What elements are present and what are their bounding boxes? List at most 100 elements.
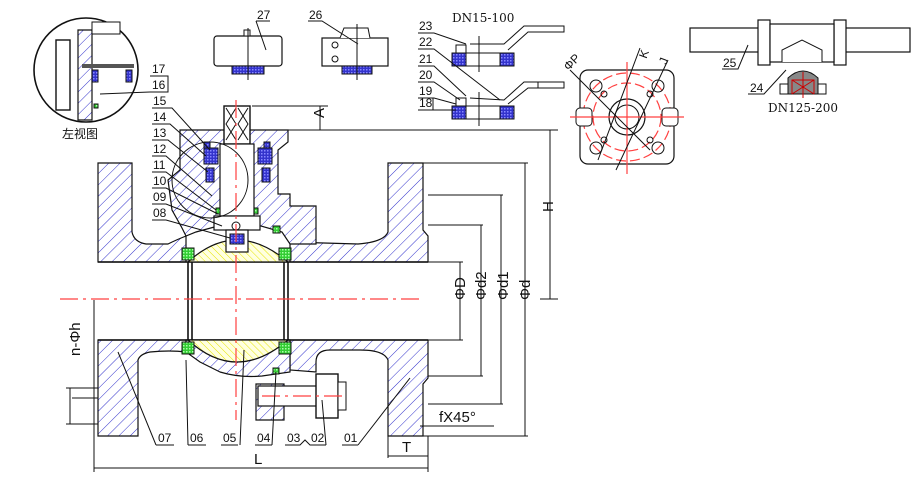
dim-t: T [402, 439, 411, 456]
callout-11: 11 [153, 158, 166, 172]
callout-26: 26 [309, 8, 323, 22]
actuator-views: 27 26 [213, 8, 389, 80]
gear-variant-view: DN125-200 25 24 [689, 19, 911, 115]
dim-h-lines [288, 129, 558, 300]
dim-d-lines [423, 162, 528, 437]
detail-plate [82, 64, 134, 68]
callout-09: 09 [153, 190, 167, 204]
seat-lower-left [181, 341, 195, 355]
dim-phi-d2: Φd2 [473, 271, 490, 300]
dim-phi-D: ΦD [452, 277, 469, 300]
left-side-detail-view: 左视图 17 16 [33, 17, 169, 141]
callout-07: 07 [158, 431, 172, 445]
callout-leaders-gear [722, 44, 787, 95]
stem-shaft [219, 143, 255, 217]
detail-circle [33, 17, 139, 123]
callout-leaders-handle [418, 32, 501, 111]
dim-phi-p: ΦP [561, 51, 583, 73]
dim-a: A [311, 108, 328, 118]
left-flange-top [97, 162, 187, 263]
seat-lower-right [278, 341, 292, 355]
callout-row-bottom: 07 06 05 04 03 02 01 [117, 349, 411, 446]
nut-right [263, 141, 271, 149]
lower-handle-core [465, 105, 501, 120]
detail-circle-marker [171, 141, 249, 219]
callout-05: 05 [223, 431, 237, 445]
detail-bolt [55, 39, 71, 111]
gland-left [203, 147, 219, 165]
detail-stem-top [91, 21, 121, 35]
electric-port-top [331, 41, 339, 49]
seat-upper-left [181, 247, 195, 261]
callout-22: 22 [419, 35, 433, 49]
dim-D-lines [428, 261, 463, 341]
dim-phi-d: Φd [517, 280, 534, 300]
callout-23: 23 [419, 19, 433, 33]
upper-handle-core [465, 52, 501, 67]
flange-dimension-lines [569, 47, 669, 171]
callout-stack-left: 15 14 13 12 11 10 09 08 [152, 94, 231, 239]
dim-d2-lines [428, 224, 483, 377]
lower-handle-stop [455, 97, 467, 107]
bolt-hole-1 [589, 79, 603, 93]
dim-phi-d1: Φd1 [495, 271, 512, 300]
callout-leaders-left [152, 107, 231, 239]
top-flange-view: ΦP K J [561, 47, 684, 174]
callout-12: 12 [153, 142, 167, 156]
detail-packing-right [125, 69, 133, 83]
gear-pipe-left [689, 27, 761, 53]
dimension-annotations: A H Φd Φd1 Φd2 ΦD fX45° T L n-Φh [66, 105, 558, 472]
callout-15: 15 [153, 94, 167, 108]
small-hole-4 [646, 136, 654, 144]
stem-collar [213, 215, 261, 231]
dim-chamfer: fX45° [439, 409, 476, 426]
callout-02: 02 [311, 431, 325, 445]
upper-handle-stop [455, 44, 467, 54]
dim-bolt-holes: n-Φh [67, 322, 84, 356]
dim-j: J [656, 56, 671, 66]
body-gasket-upper [272, 225, 281, 234]
left-flange-bottom [97, 339, 187, 437]
small-hole-1 [600, 90, 608, 98]
electric-port-bottom [331, 55, 339, 63]
lower-handle-grip [537, 81, 565, 89]
detail-oring [93, 103, 99, 109]
callout-01: 01 [344, 431, 358, 445]
upper-handle-lever [470, 25, 565, 51]
electric-actuator-cover [339, 27, 371, 39]
callout-20: 20 [419, 68, 433, 82]
handle-variant-caption: DN15-100 [452, 11, 514, 25]
callout-03: 03 [287, 431, 301, 445]
stem-key [229, 233, 245, 245]
detail-caption: 左视图 [62, 126, 98, 141]
dim-k: K [636, 48, 652, 60]
callout-17: 17 [152, 62, 166, 76]
dim-bolt-hole-lines [66, 387, 98, 425]
callout-14: 14 [153, 110, 167, 124]
gear-pipe-right [837, 27, 911, 53]
callout-04: 04 [257, 431, 271, 445]
gear-variant-caption: DN125-200 [768, 101, 838, 115]
detail-packing-left [91, 69, 99, 83]
callout-21: 21 [419, 52, 433, 66]
pneumatic-indicator [243, 29, 251, 37]
callout-08: 08 [153, 206, 167, 220]
handle-variants: DN15-100 23 22 21 20 19 18 [418, 11, 565, 126]
callout-18: 18 [419, 96, 433, 110]
right-flange-top [289, 162, 429, 263]
gland-right [257, 147, 273, 165]
dim-d1-lines [428, 194, 503, 405]
dim-h: H [540, 201, 557, 212]
gear-flange-right [833, 19, 847, 66]
packing-left [205, 167, 215, 183]
callout-06: 06 [190, 431, 204, 445]
callout-25: 25 [723, 56, 737, 70]
callout-leader-16-17 [99, 75, 169, 95]
callout-leader-27 [255, 20, 270, 51]
callout-27: 27 [257, 8, 271, 22]
detail-flange [77, 29, 93, 121]
callout-19: 19 [419, 84, 433, 98]
callout-leader-26 [308, 20, 359, 45]
callout-leaders-bottom [117, 349, 411, 446]
